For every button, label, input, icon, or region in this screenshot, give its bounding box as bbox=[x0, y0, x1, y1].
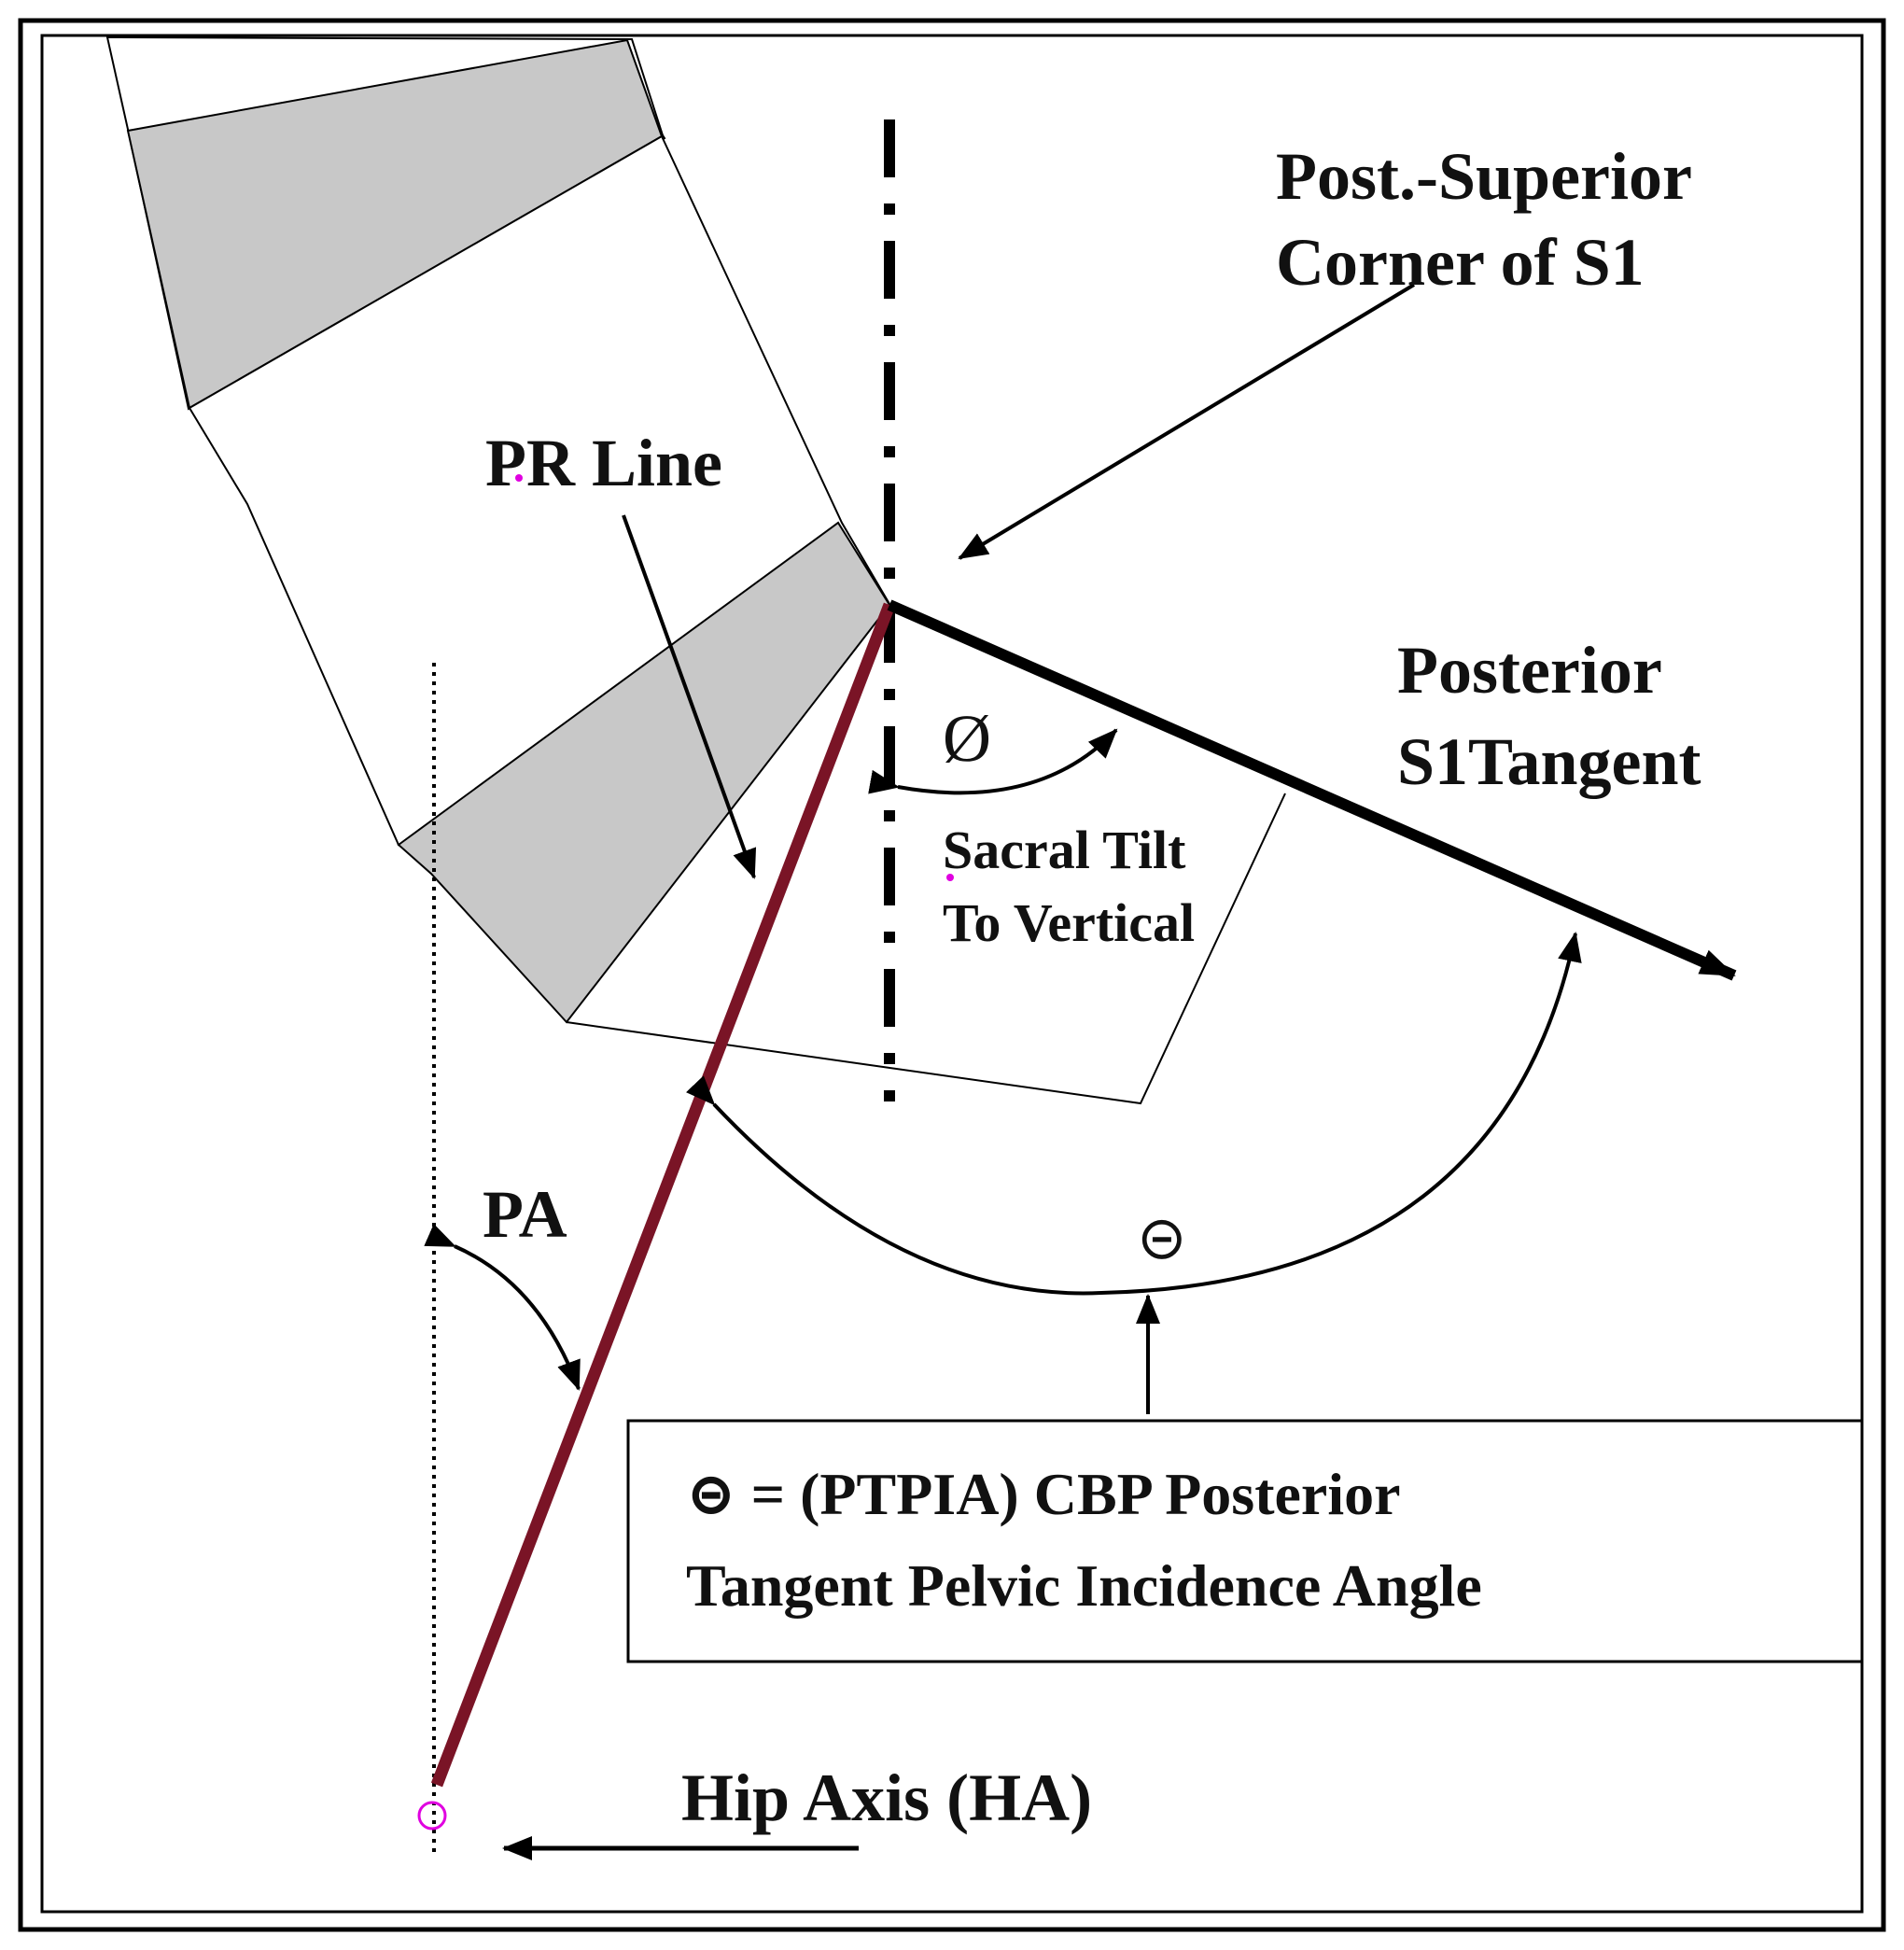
pr-line-pointer-arrow bbox=[622, 514, 757, 879]
theta-symbol: ⊝ bbox=[1137, 1204, 1187, 1273]
legend-line2: Tangent Pelvic Incidence Angle bbox=[686, 1552, 1482, 1619]
post-superior-label-line2: Corner of S1 bbox=[1276, 225, 1645, 300]
sacral-tilt-arc bbox=[868, 728, 1118, 795]
outer-frame bbox=[18, 18, 1886, 1932]
post-superior-pointer-arrow bbox=[958, 283, 1416, 560]
ptpia-angle-arc bbox=[685, 932, 1582, 1296]
pr-line-dot bbox=[515, 474, 523, 482]
posterior-s1-label-line2: S1Tangent bbox=[1397, 724, 1701, 799]
sacral-tilt-label-line1: Sacral Tilt bbox=[943, 820, 1186, 880]
legend-line1: ⊝ = (PTPIA) CBP Posterior bbox=[686, 1461, 1401, 1527]
phi-symbol: Ø bbox=[943, 701, 991, 776]
sacral-tilt-dot bbox=[946, 874, 954, 881]
legend-box bbox=[626, 1419, 1864, 1663]
post-superior-label-line1: Post.-Superior bbox=[1276, 139, 1692, 214]
posterior-s1-label-line1: Posterior bbox=[1397, 633, 1662, 708]
pa-angle-arc bbox=[424, 1224, 581, 1391]
pa-label: PA bbox=[483, 1177, 567, 1252]
sacral-tilt-label-line2: To Vertical bbox=[943, 892, 1195, 953]
lower-disc bbox=[397, 521, 891, 1024]
inner-frame bbox=[40, 34, 1864, 1914]
hip-axis-label: Hip Axis (HA) bbox=[681, 1761, 1092, 1835]
pr-line bbox=[430, 602, 896, 1788]
hip-axis-marker bbox=[417, 1801, 447, 1831]
posterior-s1-tangent-line bbox=[887, 599, 1737, 981]
pr-line-label: PR Line bbox=[485, 426, 722, 500]
